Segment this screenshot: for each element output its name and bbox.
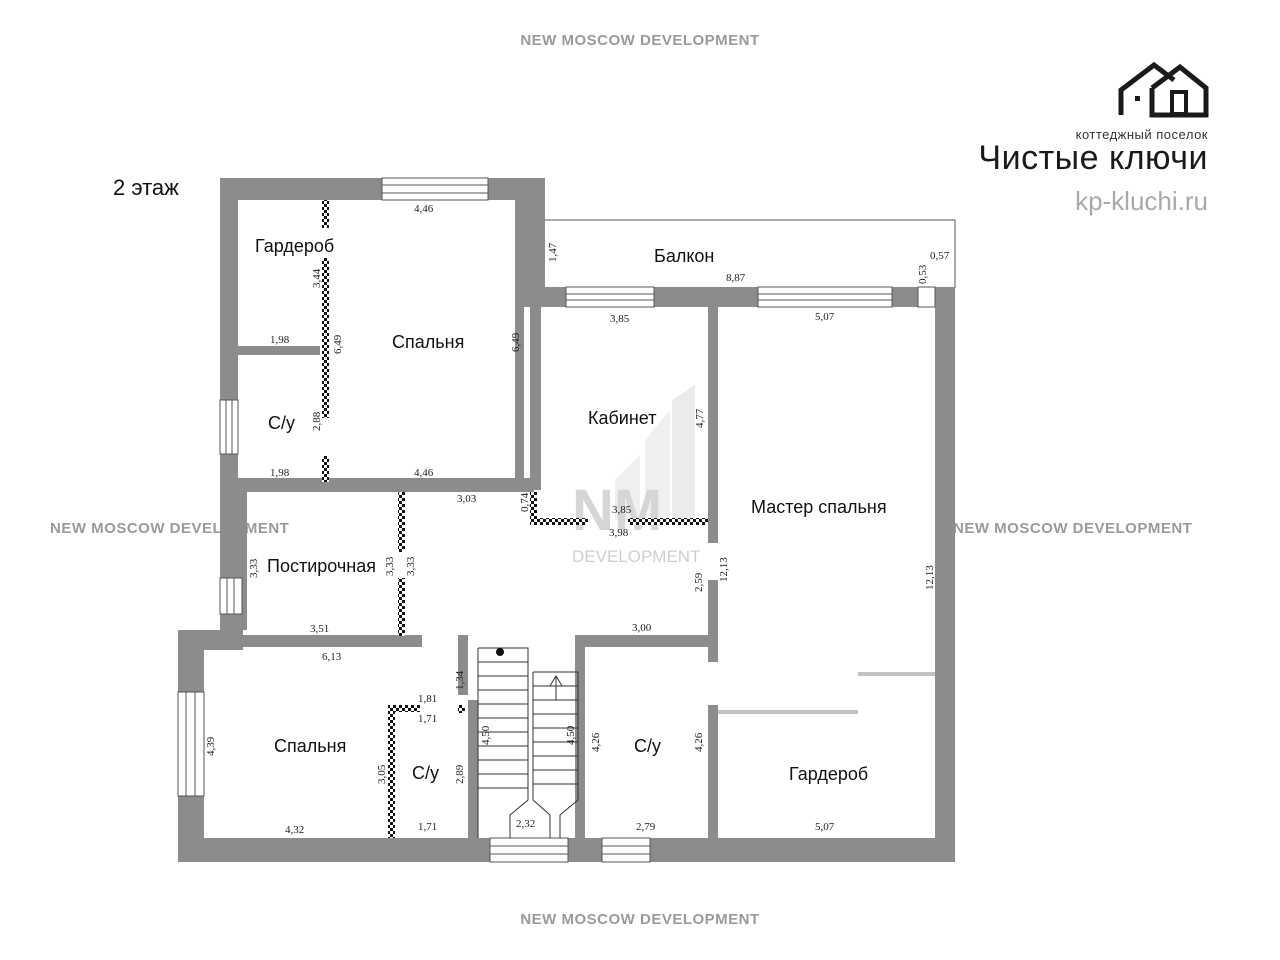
dim-label: 3,03 [457,493,477,505]
room-wardrobe-bottom: Гардероб [789,764,868,784]
windows [177,177,893,863]
dim-label: 4,46 [414,203,434,215]
room-master-bedroom: Мастер спальня [751,497,887,517]
watermark-top: NEW MOSCOW DEVELOPMENT [520,32,760,49]
dim-label: 6,49 [332,334,344,354]
dim-label: 3,05 [376,764,388,784]
nm-development-logo: NM DEVELOPMENT [572,385,700,566]
brand-subtitle: коттеджный поселок [1075,127,1208,142]
dim-label: 3,98 [609,527,629,539]
stair-start-marker [496,648,504,656]
dim-label: 4,26 [693,732,705,752]
dim-label: 3,51 [310,623,329,635]
room-wc-bottom-left: С/у [412,763,439,783]
dim-label: 1,71 [418,821,437,833]
dim-label: 3,00 [632,622,652,634]
dim-label: 1,71 [418,713,437,725]
dim-label: 3,44 [311,268,323,288]
dim-label: 5,07 [815,821,835,833]
room-balcony: Балкон [654,246,714,266]
room-wc-bottom-mid: С/у [634,736,661,756]
dim-label: 4,77 [694,408,706,428]
room-wardrobe-top: Гардероб [255,236,334,256]
floor-label: 2 этаж [113,175,179,200]
dim-label: 1,47 [547,242,559,262]
room-bedroom-top: Спальня [392,332,464,352]
dim-label: 2,59 [693,572,705,592]
room-bedroom-bottom: Спальня [274,736,346,756]
dim-label: 3,85 [610,313,630,325]
dim-label: 4,39 [205,736,217,756]
dim-label: 4,32 [285,824,304,836]
dim-label: 4,46 [414,467,434,479]
dim-label: 1,34 [454,670,466,690]
nm-word: DEVELOPMENT [572,547,700,566]
dim-label: 3,85 [612,504,632,516]
dim-label: 8,87 [726,272,746,284]
dim-label: 1,98 [270,467,290,479]
dimension-labels: 4,46 1,47 8,87 0,57 0,53 3,44 6,49 6,49 … [205,203,950,836]
dim-label: 4,26 [590,732,602,752]
dim-label: 12,13 [924,565,936,590]
room-labels: Гардероб Спальня С/у Балкон Кабинет Пост… [255,236,887,784]
dim-label: 4,50 [480,725,492,745]
balcony-door [917,286,936,308]
dim-label: 4,50 [565,725,577,745]
dim-label: 3,33 [405,556,417,576]
dim-label: 6,49 [510,332,522,352]
light-partitions [322,200,708,838]
dim-label: 2,89 [454,764,466,784]
dim-label: 2,88 [311,411,323,431]
dim-label: 1,98 [270,334,290,346]
dim-label: 6,13 [322,651,342,663]
dim-label: 5,07 [815,311,835,323]
room-laundry: Постирочная [267,556,376,576]
dim-label: 2,79 [636,821,656,833]
dim-label: 3,33 [248,558,260,578]
balcony-railing [545,219,956,288]
dim-label: 0,53 [917,264,929,284]
nm-letters: NM [572,478,662,543]
dim-label: 3,33 [384,556,396,576]
dim-label: 2,32 [516,818,535,830]
dim-label: 12,13 [718,557,730,582]
watermark-right: NEW MOSCOW DEVELOPMENT [953,520,1193,537]
brand-site: kp-kluchi.ru [1075,186,1208,216]
room-wc-top: С/у [268,413,295,433]
house-logo-icon [1118,61,1209,118]
watermark-bottom: NEW MOSCOW DEVELOPMENT [520,911,760,928]
wardrobe-partitions [718,672,935,714]
staircase [477,647,579,838]
interior-walls [204,200,718,838]
dim-label: 0,74 [519,492,531,512]
dim-label: 1,81 [418,693,437,705]
dim-label: 0,57 [930,250,950,262]
brand-title: Чистые ключи [978,139,1208,177]
room-office: Кабинет [588,408,656,428]
